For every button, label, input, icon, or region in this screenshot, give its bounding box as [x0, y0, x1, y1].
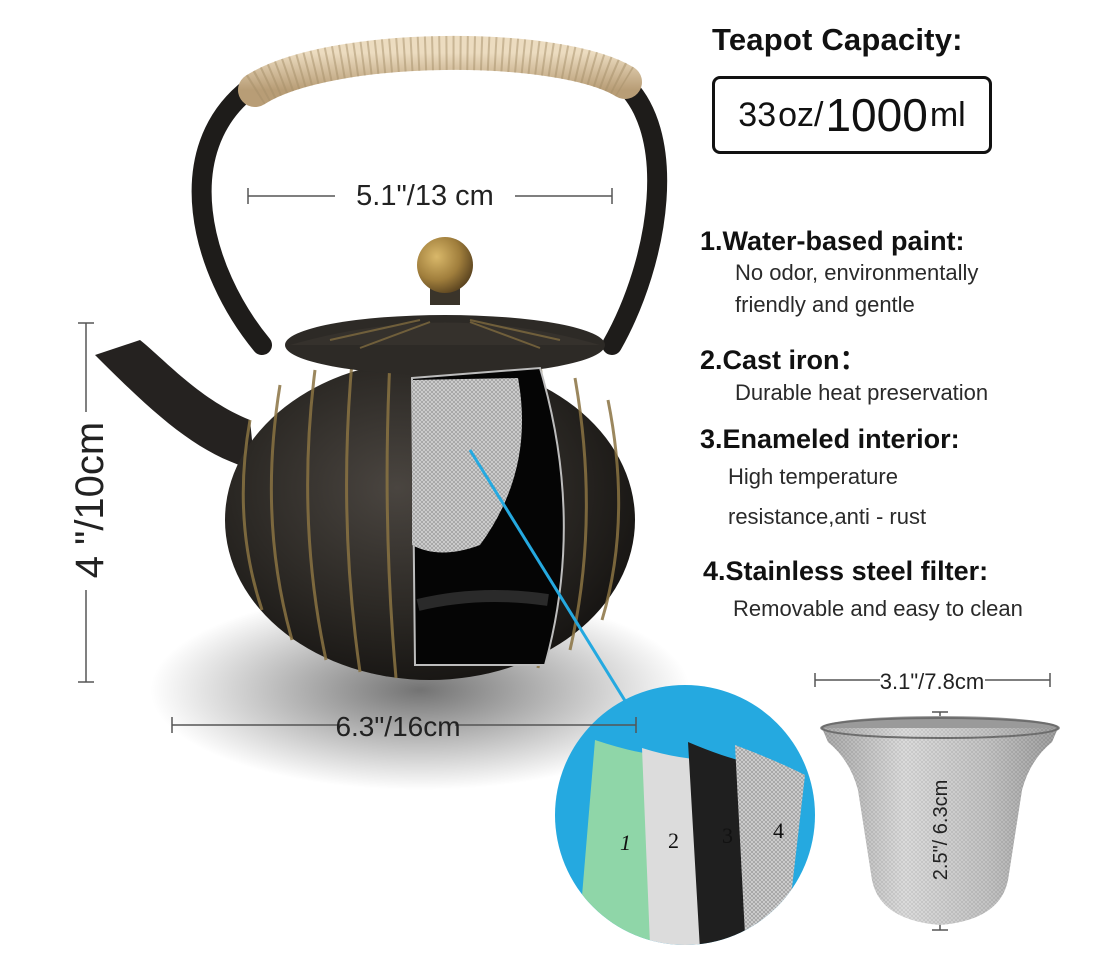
feature-desc-line: No odor, environmentally	[735, 260, 979, 285]
feature-desc-line: resistance,anti - rust	[728, 503, 927, 529]
feature-stainless-filter: 4.Stainless steel filter: Removable and …	[703, 556, 1023, 625]
callout-line	[468, 449, 642, 726]
capacity-ml-value: 1000	[825, 89, 928, 141]
stainless-filter	[820, 716, 1060, 925]
layer-3-label: 3	[722, 823, 733, 848]
capacity-title: Teapot Capacity:	[712, 22, 963, 57]
filter-height-label: 2.5"/ 6.3cm	[930, 780, 952, 880]
height-label: 4 "/10cm	[68, 422, 112, 578]
layer-1-label: 1	[620, 830, 631, 855]
feature-title: 4.Stainless steel filter:	[703, 556, 989, 586]
layer-1-shape	[580, 740, 665, 945]
filter-width-label: 3.1"/7.8cm	[880, 669, 984, 694]
lid-knob	[417, 237, 473, 293]
teapot-spout	[95, 340, 255, 470]
feature-desc-line: Durable heat preservation	[735, 380, 989, 405]
feature-desc-line: Removable and easy to clean	[733, 596, 1023, 621]
feature-title: 2.Cast iron：	[700, 345, 867, 375]
feature-cast-iron: 2.Cast iron： Durable heat preservation	[700, 338, 988, 409]
feature-title: 1.Water-based paint:	[700, 226, 965, 256]
capacity-oz-unit: oz/	[778, 95, 824, 134]
feature-enameled-interior: 3.Enameled interior: High temperature re…	[700, 424, 960, 533]
feature-desc-line: High temperature	[728, 464, 898, 489]
layer-2-label: 2	[668, 828, 679, 853]
gold-stripes	[241, 359, 621, 679]
capacity-oz-value: 33	[738, 95, 777, 134]
body-width-label: 6.3"/16cm	[335, 711, 460, 742]
layer-4-shape	[735, 745, 805, 935]
feature-water-based-paint: 1.Water-based paint: No odor, environmen…	[700, 226, 978, 321]
layer-4-label: 4	[773, 818, 784, 843]
infuser-mesh-inside	[412, 378, 523, 553]
capacity-ml-unit: ml	[929, 95, 966, 134]
feature-title: 3.Enameled interior:	[700, 424, 960, 454]
capacity-box: 33 oz/ 1000 ml	[712, 76, 992, 154]
rope-wrap	[238, 36, 642, 107]
feature-desc-line: friendly and gentle	[735, 291, 915, 317]
lid-width-label: 5.1"/13 cm	[356, 180, 494, 212]
